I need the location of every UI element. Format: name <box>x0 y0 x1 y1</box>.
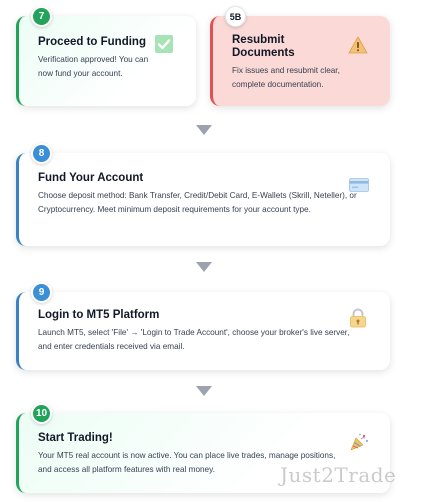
step-5b-card <box>210 16 390 106</box>
step-10-description: Your MT5 real account is now active. You… <box>38 451 336 474</box>
step-10-badge: 10 <box>31 403 52 424</box>
step-5b-title: Resubmit Documents <box>232 34 295 59</box>
lock-icon <box>349 308 367 328</box>
step-8-title: Fund Your Account <box>38 172 144 184</box>
check-box-icon <box>154 34 174 54</box>
step-8-badge: 8 <box>31 143 52 164</box>
step-7-badge: 7 <box>31 6 52 27</box>
step-7-description: Verification approved! You can now fund … <box>38 55 149 78</box>
flow-arrow <box>196 262 212 272</box>
step-9-title: Login to MT5 Platform <box>38 309 160 321</box>
flow-arrow <box>196 386 212 396</box>
credit-card-icon <box>349 178 369 192</box>
step-9-description: Launch MT5, select 'File' → 'Login to Tr… <box>38 328 350 351</box>
step-10-card <box>16 413 390 493</box>
flow-arrow <box>196 125 212 135</box>
watermark-text: Just2Trade <box>280 463 397 487</box>
step-7-card <box>16 16 196 106</box>
step-7-title: Proceed to Funding <box>38 36 146 48</box>
step-8-description: Choose deposit method: Bank Transfer, Cr… <box>38 191 357 214</box>
step-10-title: Start Trading! <box>38 432 113 444</box>
party-popper-icon <box>349 432 369 452</box>
warning-icon <box>348 36 368 54</box>
step-8-card <box>16 153 390 246</box>
step-9-card <box>16 292 390 370</box>
step-5b-description: Fix issues and resubmit clear, complete … <box>232 66 340 89</box>
step-9-badge: 9 <box>31 282 52 303</box>
step-5b-badge: 5B <box>225 6 246 27</box>
